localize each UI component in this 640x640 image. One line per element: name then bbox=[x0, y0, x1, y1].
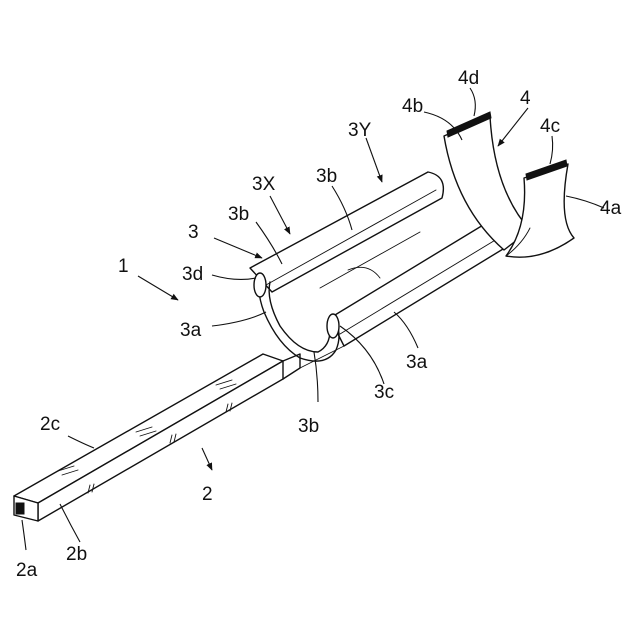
label-4: 4 bbox=[520, 88, 531, 109]
label-3b-top-left: 3b bbox=[228, 204, 249, 225]
label-3a-left: 3a bbox=[180, 320, 202, 341]
label-3b-top-right: 3b bbox=[316, 166, 337, 187]
label-3d: 3d bbox=[182, 264, 203, 285]
curl-3d bbox=[254, 273, 266, 297]
label-4d: 4d bbox=[458, 68, 479, 89]
label-3a-right: 3a bbox=[406, 352, 428, 373]
label-3b-bottom: 3b bbox=[298, 416, 319, 437]
leader-lines bbox=[22, 88, 604, 550]
label-3: 3 bbox=[188, 222, 199, 243]
label-3c: 3c bbox=[374, 382, 394, 403]
label-2: 2 bbox=[202, 484, 213, 505]
label-4a: 4a bbox=[600, 198, 622, 219]
pin-end-mark bbox=[16, 503, 24, 514]
label-4c: 4c bbox=[540, 116, 560, 137]
label-3X: 3X bbox=[252, 174, 276, 195]
label-2b: 2b bbox=[66, 544, 87, 565]
reference-labels: 1 2 2a 2b 2c 3 3X 3Y 3a 3a 3b 3b 3b 3c 3… bbox=[16, 68, 622, 581]
label-2a: 2a bbox=[16, 560, 38, 581]
label-1: 1 bbox=[118, 256, 129, 277]
label-4b: 4b bbox=[402, 96, 423, 117]
curl-3c bbox=[327, 314, 339, 338]
label-3Y: 3Y bbox=[348, 120, 372, 141]
label-2c: 2c bbox=[40, 414, 60, 435]
square-pin bbox=[14, 354, 300, 521]
